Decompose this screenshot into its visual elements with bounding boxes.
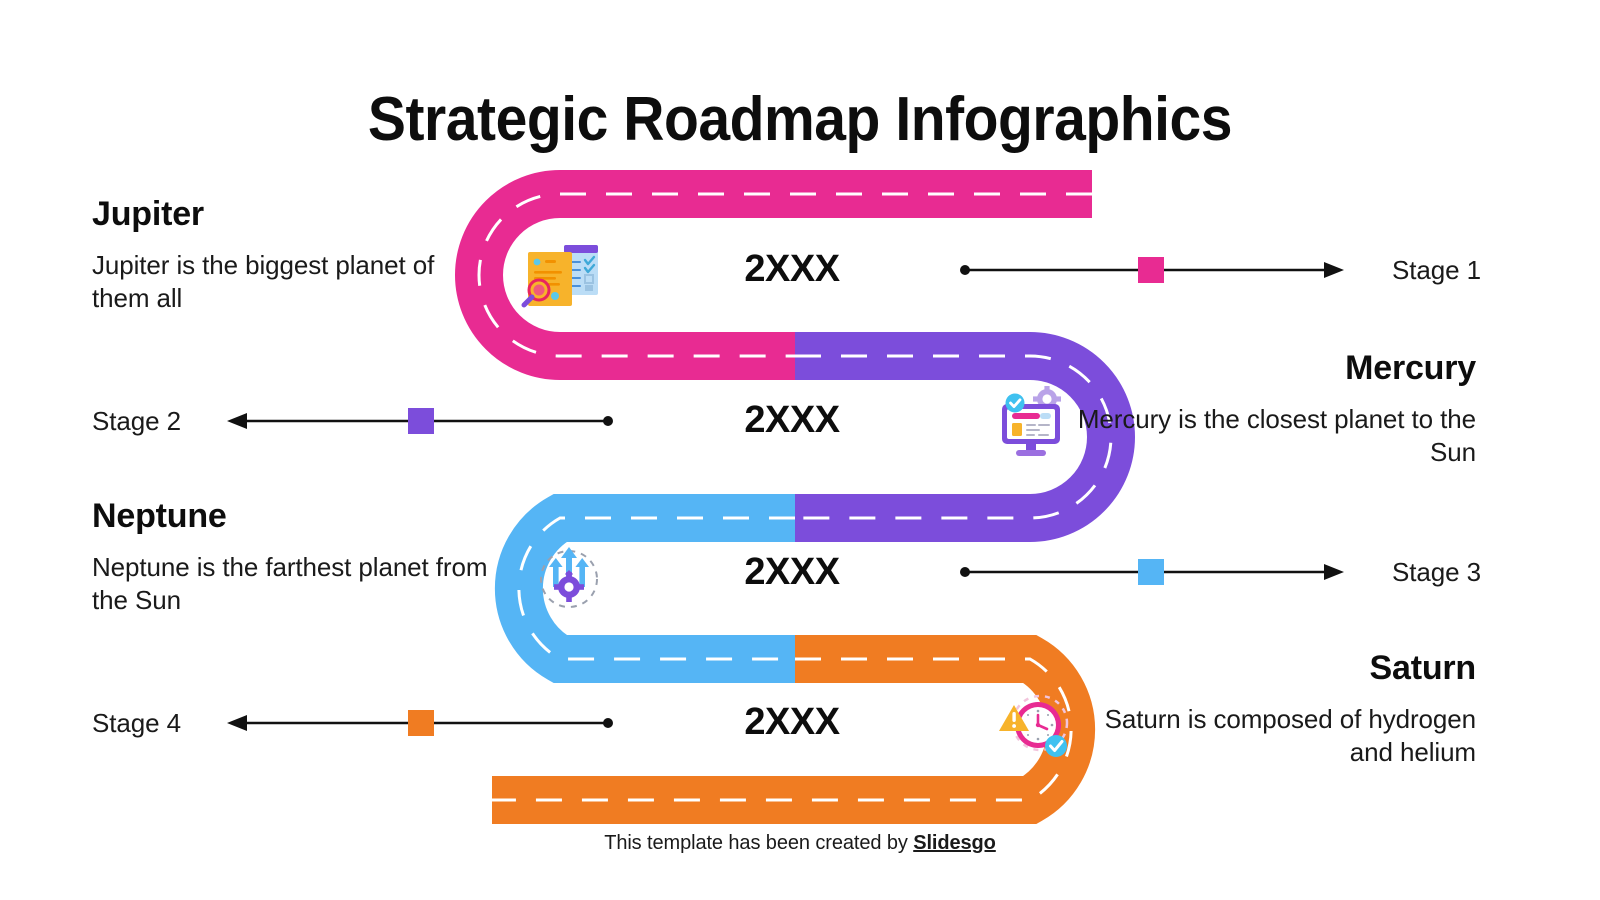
info-block-jupiter: Jupiter Jupiter is the biggest planet of… bbox=[92, 195, 492, 315]
year-label-4: 2XXX bbox=[744, 701, 840, 743]
stage-label-1: Stage 1 bbox=[1392, 254, 1481, 285]
year-label-2: 2XXX bbox=[744, 399, 840, 441]
block-body-mercury: Mercury is the closest planet to the Sun bbox=[1077, 404, 1476, 468]
footer-brand-link[interactable]: Slidesgo bbox=[913, 832, 996, 854]
info-block-neptune: Neptune Neptune is the farthest planet f… bbox=[92, 497, 512, 617]
page-title: Strategic Roadmap Infographics bbox=[367, 85, 1233, 154]
stage-row-1: Stage 1 bbox=[960, 250, 1481, 290]
stage-label-4: Stage 4 bbox=[92, 707, 181, 738]
block-heading-jupiter: Jupiter bbox=[92, 195, 204, 233]
icon-monitor-settings bbox=[992, 385, 1074, 465]
stage-row-2: Stage 2 bbox=[92, 401, 613, 441]
road-segment-pink bbox=[455, 170, 1092, 380]
block-heading-neptune: Neptune bbox=[92, 497, 227, 535]
info-block-mercury: Mercury Mercury is the closest planet to… bbox=[1076, 349, 1476, 469]
growth-gear-icon bbox=[540, 547, 598, 608]
icon-growth-gear bbox=[536, 541, 602, 618]
monitor-settings-icon bbox=[1002, 385, 1061, 456]
block-body-saturn: Saturn is composed of hydrogen and heliu… bbox=[1104, 704, 1476, 768]
road-segment-orange bbox=[492, 635, 1096, 824]
document-search-icon bbox=[521, 245, 598, 308]
block-heading-saturn: Saturn bbox=[1369, 649, 1477, 687]
clock-alert-icon bbox=[999, 694, 1069, 757]
stage-label-2: Stage 2 bbox=[92, 405, 181, 436]
stage-row-4: Stage 4 bbox=[92, 703, 613, 743]
stage-label-3: Stage 3 bbox=[1392, 556, 1481, 587]
stage-arrow-2 bbox=[226, 408, 613, 434]
icon-document-search bbox=[518, 238, 604, 315]
stage-row-3: Stage 3 bbox=[960, 552, 1481, 592]
year-label-1: 2XXX bbox=[744, 248, 840, 290]
block-body-jupiter: Jupiter is the biggest planet of them al… bbox=[92, 250, 435, 314]
stage-arrow-3 bbox=[960, 559, 1344, 585]
stage-arrow-1 bbox=[960, 257, 1344, 283]
block-heading-mercury: Mercury bbox=[1345, 349, 1476, 387]
info-block-saturn: Saturn Saturn is composed of hydrogen an… bbox=[1076, 649, 1477, 769]
icon-clock-alert bbox=[996, 691, 1076, 766]
stage-arrow-4 bbox=[226, 710, 613, 736]
year-label-3: 2XXX bbox=[744, 551, 840, 593]
road-segment-blue bbox=[494, 494, 795, 683]
footer-credit: This template has been created by Slides… bbox=[0, 832, 1600, 855]
footer-prefix: This template has been created by bbox=[604, 832, 914, 854]
road-segment-purple bbox=[795, 332, 1135, 542]
block-body-neptune: Neptune is the farthest planet from the … bbox=[92, 552, 488, 616]
